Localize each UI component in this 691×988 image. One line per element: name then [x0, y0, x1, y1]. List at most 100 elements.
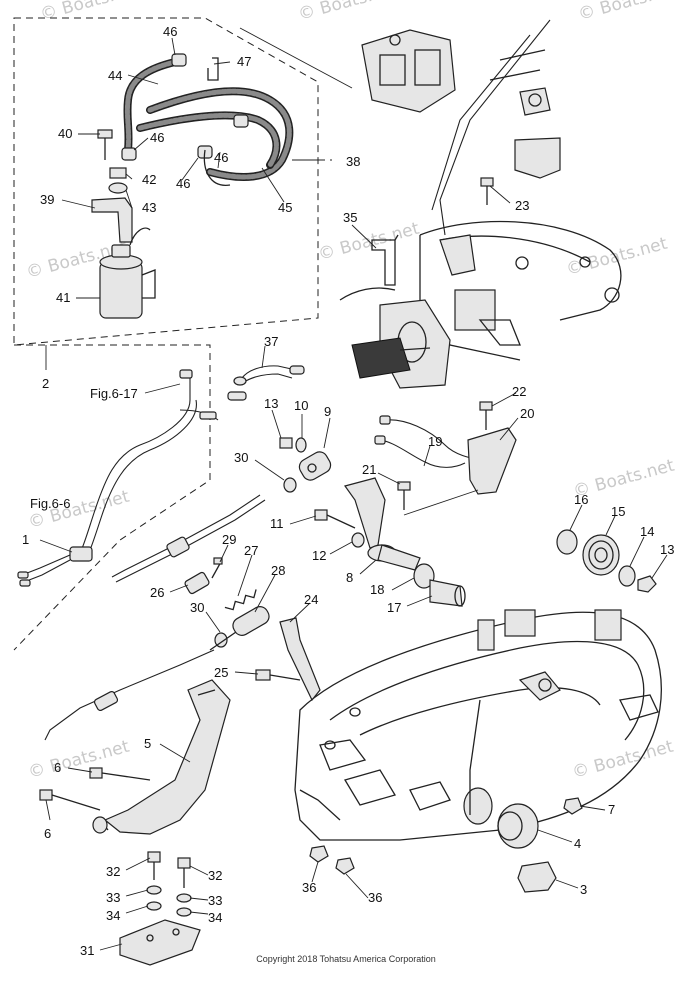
bolt-6	[39, 789, 53, 801]
washer-12	[351, 532, 365, 548]
washer-30	[214, 632, 228, 648]
callout-13: 13	[660, 542, 674, 557]
control-cables	[44, 494, 266, 741]
hose-clip-46	[233, 114, 249, 128]
callout-25: 25	[214, 665, 228, 680]
callout-15: 15	[611, 504, 625, 519]
bracket-20	[467, 427, 517, 495]
nut-13	[279, 437, 293, 449]
callout-6: 6	[54, 760, 61, 775]
callout-39: 39	[40, 192, 54, 207]
handle-grip	[351, 337, 411, 379]
washer-33	[146, 885, 162, 895]
carburetor	[239, 27, 456, 113]
upper-cowl	[419, 177, 622, 361]
mount-plate-group	[119, 851, 201, 966]
bushing-17	[429, 579, 463, 607]
callout-16: 16	[574, 492, 588, 507]
grommet-16	[556, 529, 578, 555]
joint-28	[232, 606, 270, 636]
bolt-23	[480, 177, 494, 187]
bolt-32	[177, 857, 191, 869]
callout-40: 40	[58, 126, 72, 141]
copyright-text: Copyright 2018 Tohatsu America Corporati…	[256, 954, 435, 964]
callout-19: 19	[428, 434, 442, 449]
bracket-5	[103, 679, 231, 835]
washer-43	[108, 182, 128, 194]
nut-42	[109, 167, 127, 179]
leader-lines	[39, 37, 668, 951]
nut-36-group	[309, 845, 355, 875]
bolt-25	[255, 669, 271, 681]
lever-24-group	[255, 617, 321, 702]
cowl-boss	[454, 289, 496, 331]
callout-22: 22	[512, 384, 526, 399]
lever-8	[344, 477, 386, 549]
plug-4	[497, 803, 539, 849]
watermark: © Boats.net	[570, 737, 676, 783]
wire-harness-37	[227, 365, 305, 401]
bolt-6	[89, 767, 103, 779]
lever-assembly	[279, 437, 466, 607]
wiring-group-outline	[13, 344, 211, 651]
callout-14: 14	[640, 524, 654, 539]
callout-30: 30	[190, 600, 204, 615]
cap-3	[517, 861, 557, 893]
callout-11: 11	[270, 516, 284, 531]
shift-lever-housing	[339, 287, 451, 389]
callout-46: 46	[150, 130, 164, 145]
spring-27	[224, 589, 257, 611]
nut-36	[309, 845, 329, 863]
washer-34	[176, 907, 192, 917]
fuel-filter-assembly	[91, 53, 294, 319]
bracket-39	[91, 197, 133, 243]
plate-31	[119, 919, 201, 966]
callout-37: 37	[264, 334, 278, 349]
bottom-cowl	[294, 609, 662, 841]
callout-28: 28	[271, 563, 285, 578]
fuel-filter-group-outline	[13, 17, 319, 346]
callout-45: 45	[278, 200, 292, 215]
callout-36: 36	[302, 880, 316, 895]
callouts: 46 47 44 46 46 46 45 38 40 42 43 39 41 3…	[22, 24, 674, 958]
carburetor-body	[361, 29, 456, 113]
callout-36: 36	[368, 890, 382, 905]
bolt-21	[397, 481, 411, 491]
callout-3: 3	[580, 882, 587, 897]
callout-42: 42	[142, 172, 156, 187]
cowl-outline	[294, 611, 662, 841]
callout-26: 26	[150, 585, 164, 600]
callout-5: 5	[144, 736, 151, 751]
callout-34: 34	[208, 910, 222, 925]
watermark: © Boats.net	[26, 737, 132, 783]
callout-27: 27	[244, 543, 258, 558]
fuel-filter-41	[99, 261, 143, 319]
callout-12: 12	[312, 548, 326, 563]
hose-clamp-47	[207, 57, 219, 81]
callout-4: 4	[574, 836, 581, 851]
callout-21: 21	[362, 462, 376, 477]
hose-clip-46	[121, 147, 137, 161]
callout-24: 24	[304, 592, 318, 607]
lever-24	[279, 617, 321, 702]
bracket-20-group	[374, 401, 517, 516]
throttle-linkage-upper	[431, 19, 561, 236]
callout-20: 20	[520, 406, 534, 421]
washer-30	[283, 477, 297, 493]
washer-33	[176, 893, 192, 903]
callout-31: 31	[80, 943, 94, 958]
grommet	[69, 546, 93, 562]
hose-clip-46	[171, 53, 187, 67]
callout-35: 35	[343, 210, 357, 225]
callout-10: 10	[294, 398, 308, 413]
callout-30: 30	[234, 450, 248, 465]
cowl-upper-edge	[419, 220, 622, 321]
callout-47: 47	[237, 54, 251, 69]
callout-29: 29	[222, 532, 236, 547]
bolt-11	[314, 509, 328, 521]
callout-38: 38	[346, 154, 360, 169]
plug-parts	[497, 797, 583, 893]
callout-34: 34	[106, 908, 120, 923]
callout-46: 46	[214, 150, 228, 165]
